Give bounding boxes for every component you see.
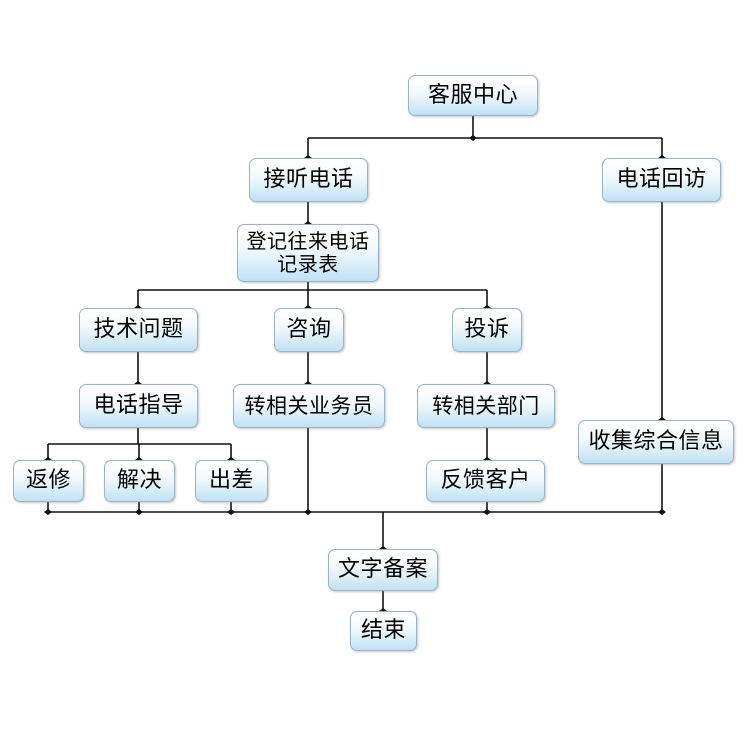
node-complaint[interactable]: 投诉 (452, 308, 522, 352)
node-label: 解决 (116, 468, 162, 494)
node-customer-service-center[interactable]: 客服中心 (408, 75, 538, 116)
node-end[interactable]: 结束 (350, 611, 417, 651)
node-label: 反馈客户 (440, 468, 531, 494)
node-label: 返修 (25, 468, 71, 494)
node-label: 文字备案 (337, 557, 428, 583)
node-register-call-log[interactable]: 登记往来电话记录表 (237, 224, 379, 282)
node-label: 出差 (208, 468, 254, 494)
node-label: 投诉 (464, 317, 510, 343)
node-label: 转相关部门 (432, 393, 540, 418)
node-label: 转相关业务员 (244, 393, 374, 418)
node-label: 技术问题 (93, 317, 184, 343)
node-feedback-to-customer[interactable]: 反馈客户 (426, 460, 545, 502)
node-consultation[interactable]: 咨询 (274, 308, 344, 352)
node-transfer-to-salesperson[interactable]: 转相关业务员 (233, 384, 385, 428)
node-business-trip[interactable]: 出差 (195, 460, 268, 502)
node-resolved[interactable]: 解决 (104, 460, 175, 502)
node-callback[interactable]: 电话回访 (602, 158, 721, 202)
node-transfer-to-department[interactable]: 转相关部门 (417, 384, 555, 428)
node-label: 登记往来电话记录表 (246, 228, 370, 276)
node-technical-issue[interactable]: 技术问题 (79, 308, 198, 352)
node-label: 咨询 (286, 317, 332, 343)
node-answer-call[interactable]: 接听电话 (249, 158, 368, 202)
node-label: 电话回访 (616, 167, 707, 193)
node-phone-guidance[interactable]: 电话指导 (79, 384, 198, 428)
node-label: 结束 (360, 618, 406, 644)
node-written-record[interactable]: 文字备案 (328, 549, 438, 591)
node-label: 客服中心 (427, 82, 518, 108)
node-label: 接听电话 (263, 167, 354, 193)
node-collect-comprehensive-info[interactable]: 收集综合信息 (578, 420, 734, 464)
node-repair[interactable]: 返修 (13, 460, 84, 502)
node-label: 收集综合信息 (588, 429, 724, 455)
node-label: 电话指导 (93, 393, 184, 419)
